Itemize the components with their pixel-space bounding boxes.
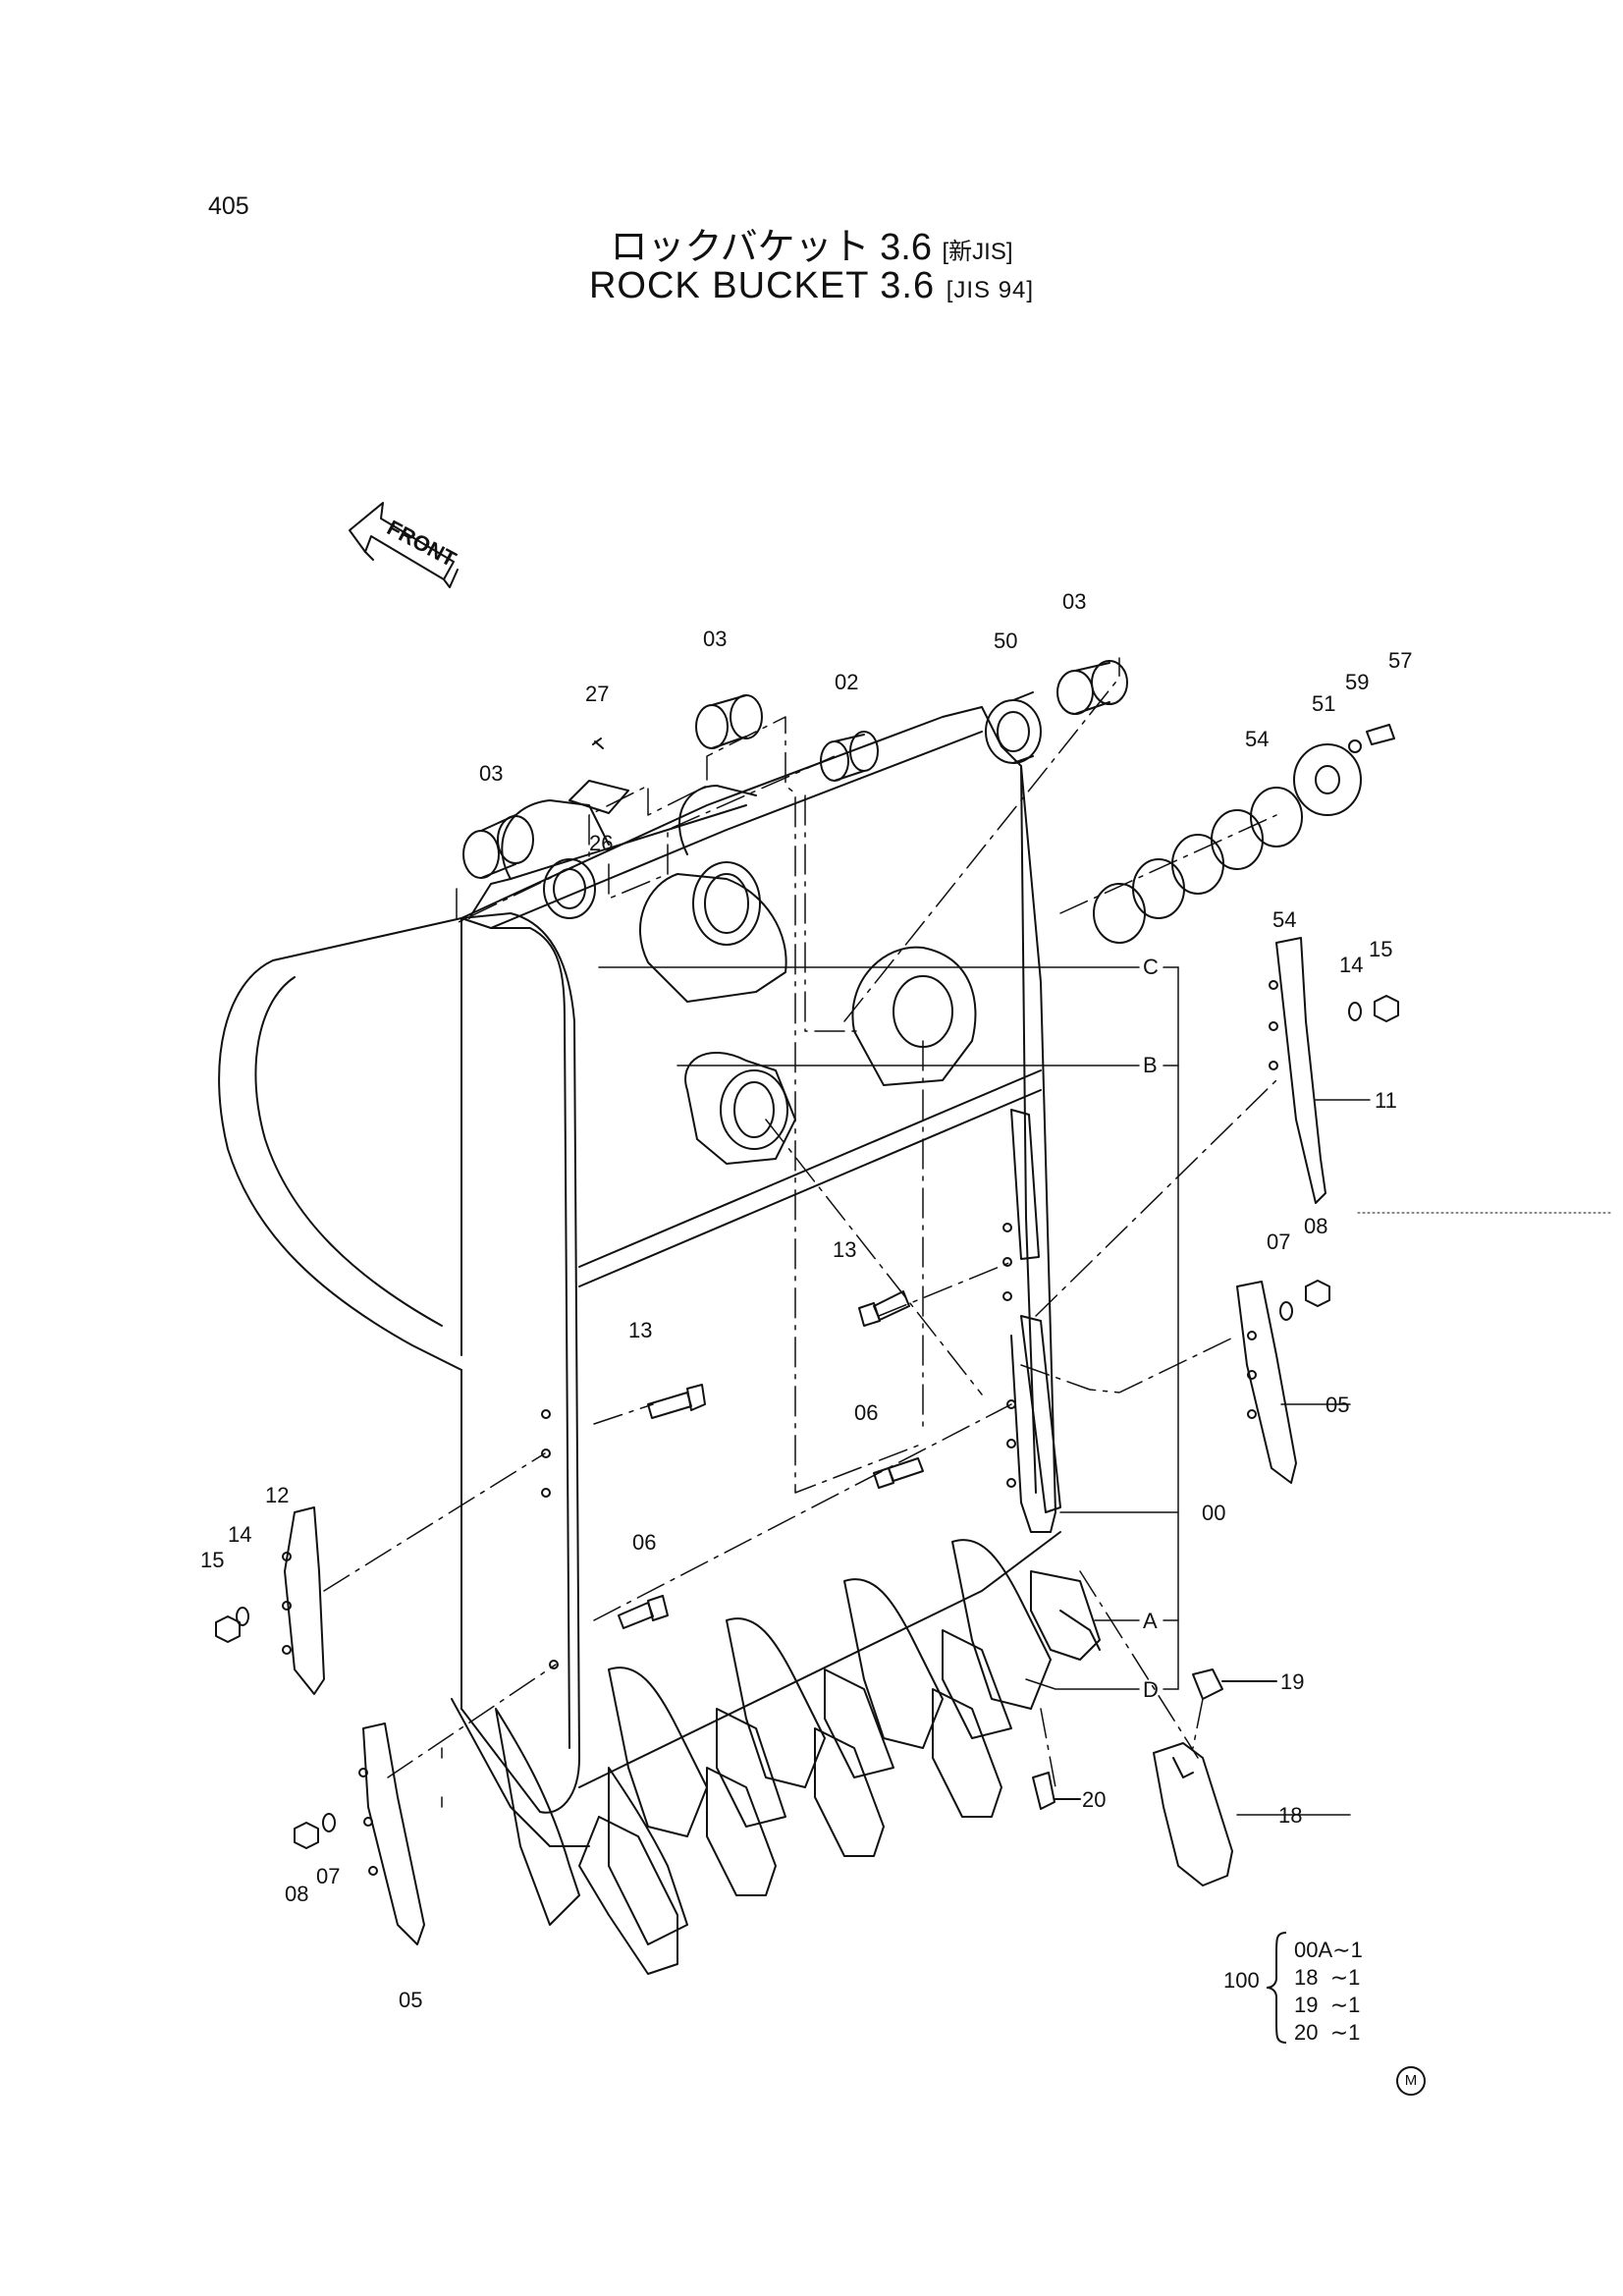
title-english-text: ROCK BUCKET 3.6 (588, 265, 936, 306)
kit-contents: 00A∼1 18 ∼1 19 ∼1 20 ∼1 (1294, 1937, 1363, 2047)
callout-13-right: 13 (833, 1237, 856, 1262)
title-japanese-text: ロックバケット 3.6 (610, 227, 932, 268)
fasteners (215, 995, 1399, 1849)
callout-14-right: 14 (1339, 953, 1363, 977)
ref-d: D (1143, 1677, 1159, 1702)
callout-13-left: 13 (628, 1318, 652, 1342)
assembly-lines (323, 657, 1277, 1788)
tooth-pin (1192, 1668, 1277, 1700)
reference-leaders (441, 966, 1611, 1816)
callout-03-middle: 03 (703, 627, 727, 651)
callout-05-left: 05 (399, 1988, 422, 2012)
side-cutters (282, 937, 1326, 1945)
ref-a: A (1143, 1609, 1158, 1633)
ref-c: C (1143, 955, 1159, 979)
callout-07-right: 07 (1267, 1230, 1290, 1254)
kit-line-3: 19 ∼1 (1294, 1993, 1361, 2017)
callout-02: 02 (835, 670, 858, 694)
ref-b: B (1143, 1053, 1158, 1077)
tooth-lock (1032, 1772, 1081, 1810)
title-english-standard: [JIS 94] (946, 277, 1035, 303)
callout-59: 59 (1345, 670, 1369, 694)
callout-57: 57 (1388, 648, 1412, 673)
callout-14-left: 14 (228, 1522, 251, 1547)
callout-07-left: 07 (316, 1864, 340, 1888)
callout-06-lower: 06 (632, 1530, 656, 1555)
callout-15-right: 15 (1369, 937, 1392, 961)
callout-06-upper: 06 (854, 1400, 878, 1425)
callout-08-left: 08 (285, 1882, 308, 1906)
callout-labels: 03 03 03 02 50 27 26 51 59 57 54 54 14 1… (200, 589, 1412, 2012)
callout-00: 00 (1202, 1501, 1225, 1525)
callout-03-right: 03 (1062, 589, 1086, 614)
kit-brace-icon (1266, 1932, 1287, 2044)
front-arrow-icon: FRONT (349, 502, 460, 588)
callout-18: 18 (1278, 1803, 1302, 1828)
callout-08-right: 08 (1304, 1214, 1327, 1238)
callout-05-right: 05 (1325, 1393, 1349, 1417)
callout-27: 27 (585, 682, 609, 706)
page-number: 405 (208, 192, 249, 220)
callout-26: 26 (589, 831, 613, 855)
title-english: ROCK BUCKET 3.6 [JIS 94] (0, 265, 1623, 307)
callout-12: 12 (265, 1483, 289, 1507)
bushings (462, 660, 1395, 944)
callout-15-left: 15 (200, 1548, 224, 1572)
kit-line-1: 00A∼1 (1294, 1938, 1363, 1962)
callout-03-left: 03 (479, 761, 503, 786)
callout-11: 11 (1375, 1088, 1397, 1113)
callout-54-top: 54 (1245, 727, 1269, 751)
kit-number: 100 (1223, 1968, 1260, 1993)
callout-19: 19 (1280, 1669, 1304, 1694)
kit-line-2: 18 ∼1 (1294, 1965, 1361, 1990)
title-japanese-standard: [新JIS] (942, 239, 1013, 265)
callout-50: 50 (994, 629, 1017, 653)
spare-tooth (1153, 1742, 1233, 1886)
callout-54-bottom: 54 (1272, 907, 1296, 932)
circled-mark: M (1396, 2066, 1426, 2096)
callout-20: 20 (1082, 1787, 1106, 1812)
callout-51: 51 (1312, 691, 1335, 716)
kit-line-4: 20 ∼1 (1294, 2020, 1361, 2045)
bucket-teeth (495, 1539, 1101, 1975)
title-japanese: ロックバケット 3.6 [新JIS] (0, 216, 1623, 270)
